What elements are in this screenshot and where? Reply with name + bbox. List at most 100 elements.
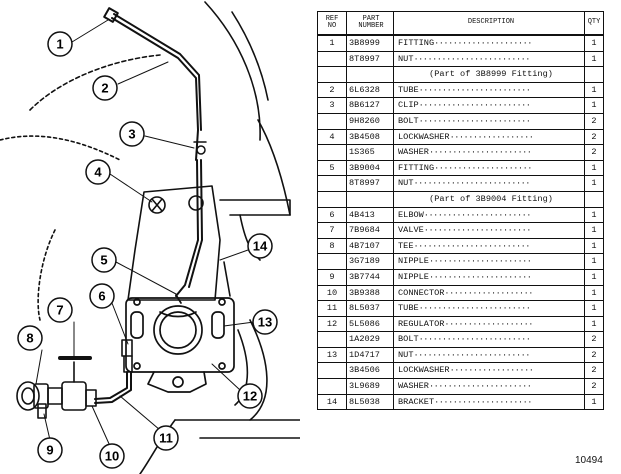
table-note-row: (Part of 3B9004 Fitting) (317, 190, 604, 208)
leader-dots: ························ (418, 334, 531, 345)
qty-cell: 2 (584, 144, 604, 161)
ref-cell: 8 (317, 237, 347, 255)
qty-cell: 1 (584, 300, 604, 317)
part-number-cell: 3B4508 (346, 128, 394, 146)
qty-cell (584, 66, 604, 83)
ref-cell (317, 50, 347, 68)
description-text: WASHER (398, 147, 429, 158)
qty-cell: 1 (584, 237, 604, 255)
leader-dots: ······················· (423, 209, 532, 220)
leader-dots: ························· (413, 53, 530, 64)
description-text: NIPPLE (398, 256, 429, 267)
description-cell: TUBE························ (393, 300, 585, 317)
ref-cell (317, 175, 347, 192)
ref-cell: 7 (317, 222, 347, 239)
part-number-cell: 8L5038 (346, 393, 394, 411)
description-cell: VALVE······················· (393, 222, 585, 239)
svg-text:5: 5 (100, 253, 107, 268)
qty-cell: 1 (584, 222, 604, 239)
ref-cell: 14 (317, 393, 347, 411)
ref-cell: 2 (317, 81, 347, 99)
leader-dots: ·················· (449, 131, 534, 142)
ref-cell: 12 (317, 315, 347, 333)
description-text: NUT (398, 53, 414, 64)
part-number-cell: 3B4506 (346, 362, 394, 380)
svg-text:7: 7 (56, 303, 63, 318)
svg-text:6: 6 (98, 289, 105, 304)
description-cell: FITTING····················· (393, 159, 585, 177)
ref-cell (317, 362, 347, 380)
part-number-cell: 4B7107 (346, 237, 394, 255)
description-cell: BRACKET····················· (393, 393, 585, 411)
description-text: BRACKET (398, 396, 435, 407)
description-text: BOLT (398, 334, 419, 345)
ref-cell: 9 (317, 268, 347, 286)
ref-cell: 11 (317, 300, 347, 317)
clip-part-3 (193, 141, 207, 155)
description-text: FITTING (398, 38, 435, 48)
callout-8: 8 (17, 325, 43, 351)
description-text: VALVE (398, 225, 424, 236)
leader-dots: ························· (413, 178, 530, 189)
description-cell: CLIP························ (393, 97, 585, 114)
leader-dots: ····················· (434, 38, 532, 48)
leader-dots: ························· (413, 349, 530, 360)
qty-cell: 1 (584, 159, 604, 177)
svg-text:1: 1 (56, 37, 63, 52)
ref-cell (317, 190, 347, 208)
part-cell (346, 66, 394, 83)
description-text: FITTING (398, 162, 435, 173)
part-number-cell: 1A2029 (346, 331, 394, 348)
qty-cell: 2 (584, 362, 604, 380)
qty-cell: 1 (584, 81, 604, 99)
ref-cell: 6 (317, 206, 347, 224)
description-cell: NIPPLE······················ (393, 268, 585, 286)
description-text: TEE (398, 240, 414, 251)
valve-assembly (16, 356, 97, 419)
leader-dots: ··················· (444, 287, 533, 298)
part-number-cell: 3B9004 (346, 159, 394, 177)
part-number-cell: 3G7189 (346, 253, 394, 270)
qty-cell: 2 (584, 112, 604, 130)
leader-dots: ····················· (434, 396, 532, 407)
description-cell: FITTING····················· (393, 34, 585, 52)
tube-part-2 (103, 7, 202, 161)
description-text: BOLT (398, 115, 419, 126)
qty-cell: 2 (584, 128, 604, 146)
description-cell: WASHER······················ (393, 378, 585, 395)
qty-cell: 1 (584, 34, 604, 52)
regulator-part-12 (125, 294, 235, 393)
leader-dots: ··················· (444, 318, 533, 329)
description-cell: LOCKWASHER·················· (393, 128, 585, 146)
ref-cell (317, 253, 347, 270)
ref-cell: 3 (317, 97, 347, 114)
svg-text:10: 10 (105, 449, 119, 464)
callouts: 1 2 3 4 5 6 7 8 9 10 11 12 13 14 (17, 31, 278, 469)
leader-dots: ························ (418, 115, 531, 126)
callout-3: 3 (119, 121, 145, 147)
description-cell: REGULATOR··················· (393, 315, 585, 333)
callout-4: 4 (85, 159, 111, 185)
svg-text:14: 14 (253, 239, 268, 254)
leader-dots: ························ (418, 303, 531, 314)
part-number-cell: 3B7744 (346, 268, 394, 286)
ref-cell (317, 331, 347, 348)
qty-cell (584, 190, 604, 208)
svg-text:13: 13 (258, 315, 272, 330)
leader-dots: ························· (413, 240, 530, 251)
